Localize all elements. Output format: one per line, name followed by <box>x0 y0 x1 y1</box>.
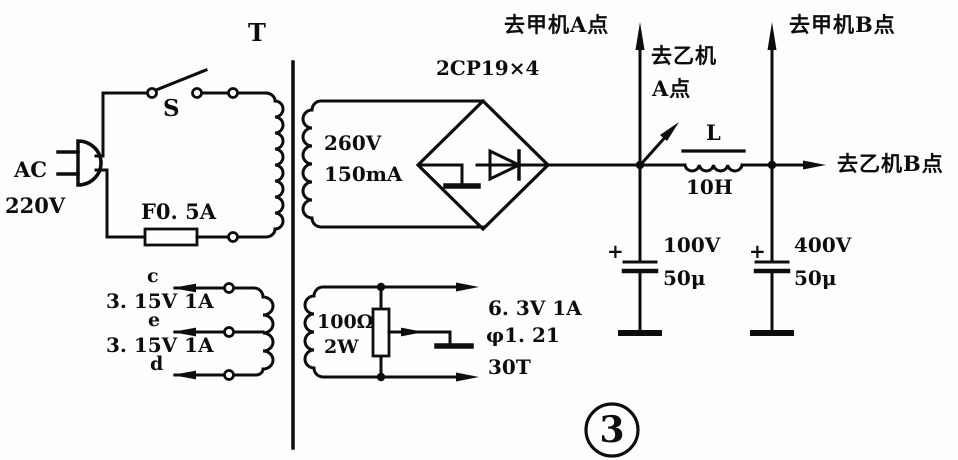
fuse <box>143 227 268 247</box>
filament-rating-lower: 3. 15V 1A <box>106 333 214 357</box>
output-to-jia-a-label: 去甲机A点 <box>504 12 610 37</box>
tap-e-label: e <box>148 309 161 331</box>
inductor <box>681 149 746 173</box>
heater-winding <box>303 282 479 382</box>
switch-label: S <box>163 95 180 122</box>
figure-number: 3 <box>599 409 625 451</box>
tap-c-label: c <box>147 265 159 287</box>
hv-winding <box>301 99 485 229</box>
heater-turns-label: 30T <box>488 355 531 379</box>
rectifier-label: 2CP19×4 <box>436 56 540 80</box>
diode-icon <box>475 148 548 182</box>
ac-label: AC <box>14 157 48 182</box>
filament-winding <box>172 282 275 381</box>
output-to-yi-b-label: 去乙机B点 <box>837 151 944 176</box>
output-to-yi-a-label-line2: A点 <box>652 76 692 101</box>
inductor-label: L <box>706 120 721 145</box>
resistor <box>371 285 391 379</box>
filament-rating-upper: 3. 15V 1A <box>106 289 214 313</box>
cap-a-capacity-label: 50μ <box>663 266 706 290</box>
resistor-power-label: 2W <box>324 336 359 358</box>
cap-b-polarity: + <box>749 239 766 263</box>
cap-b-voltage-label: 400V <box>794 233 852 257</box>
input-wires <box>94 91 149 239</box>
fuse-label: F0. 5A <box>141 199 217 224</box>
heater-rating-label: 6. 3V 1A <box>488 296 582 320</box>
plug-icon <box>56 139 103 187</box>
output-to-jia-b-label: 去甲机B点 <box>789 12 896 37</box>
diagonal-arrow <box>640 131 671 165</box>
hv-voltage-label: 260V <box>324 131 382 155</box>
capacitor-b <box>750 163 794 336</box>
cap-a-voltage-label: 100V <box>663 233 721 257</box>
cap-b-capacity-label: 50μ <box>794 266 837 290</box>
figure-number-circle <box>584 402 640 458</box>
primary-winding <box>236 91 285 239</box>
heater-wire-diameter-label: φ1. 21 <box>486 323 560 347</box>
inductor-value-label: 10H <box>686 175 733 199</box>
cap-a-polarity: + <box>607 239 624 263</box>
hv-current-label: 150mA <box>324 162 403 186</box>
center-tap-ground <box>387 327 474 349</box>
tap-d-label: d <box>150 353 164 375</box>
bridge-rectifier <box>415 98 551 232</box>
transformer-label: T <box>248 18 266 47</box>
switch <box>146 68 268 99</box>
branch-b <box>750 22 794 336</box>
resistor-value-label: 100Ω <box>317 311 374 333</box>
ac-voltage-label: 220V <box>5 193 66 218</box>
output-to-yi-a-label-line1: 去乙机 <box>651 43 717 68</box>
capacitor-a <box>618 163 662 336</box>
ground-icon <box>419 163 481 189</box>
branch-a <box>618 22 679 336</box>
